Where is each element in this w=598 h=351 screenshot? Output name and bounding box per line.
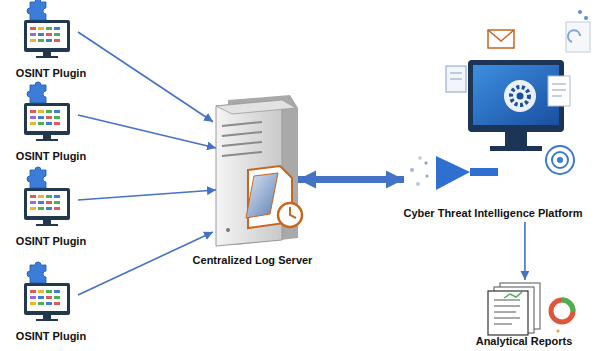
server-icon xyxy=(246,173,278,218)
illustration xyxy=(24,167,70,226)
platform-icon xyxy=(425,162,428,165)
server-icon xyxy=(290,207,296,218)
server-icon xyxy=(222,122,262,126)
report-icon xyxy=(494,312,516,313)
node-label: OSINT Plugin xyxy=(4,67,98,80)
report-icon xyxy=(494,324,512,325)
server-node: Centralized Log Server xyxy=(183,92,322,267)
platform-icon xyxy=(416,182,420,186)
platform-node: Cyber Threat Intelligence Platform xyxy=(390,4,596,220)
connector-arrow xyxy=(78,115,216,148)
illustration xyxy=(24,0,70,58)
platform-icon xyxy=(557,157,563,163)
platform-icon xyxy=(488,30,514,48)
report-icon xyxy=(504,292,522,298)
report-icon xyxy=(488,283,573,335)
platform-icon xyxy=(436,156,470,190)
platform-icon xyxy=(578,10,582,14)
connector-arrow xyxy=(78,190,216,200)
connector-arrow xyxy=(524,222,526,280)
server-icon xyxy=(278,203,302,227)
plugin-node: OSINT Plugin xyxy=(4,83,98,163)
server-icon xyxy=(222,152,262,156)
platform-icon xyxy=(425,174,428,177)
platform-icon xyxy=(418,156,422,160)
platform-icon xyxy=(410,10,590,190)
platform-icon xyxy=(504,80,536,112)
report-icon xyxy=(494,318,520,319)
platform-icon xyxy=(546,146,574,174)
node-label: OSINT Plugin xyxy=(4,330,98,343)
platform-icon xyxy=(566,22,590,52)
node-label: Cyber Threat Intelligence Platform xyxy=(390,207,596,220)
platform-icon xyxy=(552,152,568,168)
platform-icon xyxy=(410,168,414,172)
server-icon xyxy=(226,228,230,232)
platform-icon xyxy=(450,79,462,80)
platform-icon xyxy=(488,30,514,41)
platform-icon xyxy=(511,87,529,105)
illustration xyxy=(24,82,70,141)
server-icon xyxy=(222,142,262,146)
node-label: Analytical Reports xyxy=(460,335,588,348)
report-icon xyxy=(557,330,560,333)
plugin-node: OSINT Plugin xyxy=(4,0,98,80)
platform-icon xyxy=(450,73,462,74)
plugin-node: OSINT Plugin xyxy=(4,168,98,248)
plugin-node: OSINT Plugin xyxy=(4,263,98,343)
report-node: Analytical Reports xyxy=(460,280,588,348)
platform-icon xyxy=(552,84,566,85)
platform-icon xyxy=(446,66,466,92)
report-icon xyxy=(494,300,520,301)
report-icon xyxy=(562,300,573,311)
report-icon xyxy=(488,291,528,335)
connector-arrow xyxy=(298,176,404,183)
node-label: OSINT Plugin xyxy=(4,150,98,163)
platform-icon xyxy=(505,132,527,146)
platform-icon xyxy=(584,16,588,20)
platform-icon xyxy=(552,90,566,91)
platform-icon xyxy=(473,65,559,125)
node-label: Centralized Log Server xyxy=(183,254,322,267)
report-icon xyxy=(494,306,520,307)
platform-icon xyxy=(517,93,524,100)
connector-arrow xyxy=(78,32,213,122)
platform-icon xyxy=(568,30,580,42)
server-icon xyxy=(216,100,296,114)
platform-icon xyxy=(490,146,542,151)
illustration xyxy=(24,262,70,321)
report-icon xyxy=(551,300,573,322)
platform-icon xyxy=(548,76,570,106)
server-icon xyxy=(216,95,302,246)
platform-icon xyxy=(552,96,562,97)
node-label: OSINT Plugin xyxy=(4,235,98,248)
platform-icon xyxy=(470,168,498,176)
server-icon xyxy=(222,132,262,136)
